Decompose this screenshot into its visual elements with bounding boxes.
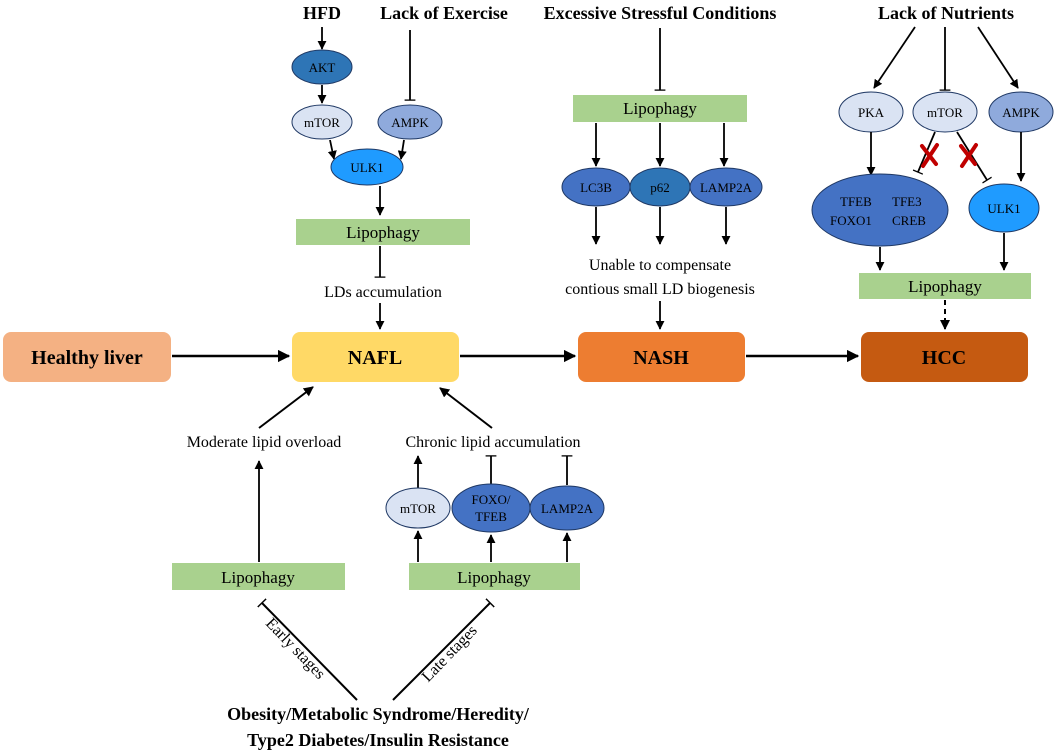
lipophagy-box-early [172, 563, 345, 590]
lipophagy-label-left: Lipophagy [346, 223, 420, 242]
cross-icon [920, 143, 939, 168]
nash-box [578, 332, 745, 382]
lamp2a-node-bottom [529, 485, 605, 531]
nash-label: NASH [633, 347, 689, 369]
unable-line1: Unable to compensate [589, 257, 731, 274]
ulk1-node-right [968, 183, 1040, 233]
mtor-label-right: mTOR [927, 105, 963, 120]
right-branch: Lack of Nutrients PKA mTOR AMPK TFEB TFE… [811, 3, 1054, 330]
tfeb-complex-node [811, 173, 949, 247]
lack-exercise-label: Lack of Exercise [380, 3, 508, 23]
mtor-node-right [912, 91, 978, 133]
lc3b-label: LC3B [580, 180, 612, 195]
early-stages-label: Early stages [262, 615, 328, 683]
arrow-nutrients-pka [873, 26, 916, 89]
akt-label: AKT [309, 60, 336, 75]
lipophagy-box-late [409, 563, 580, 590]
lipophagy-box-right [859, 273, 1031, 299]
inhibit-cause-late [392, 598, 495, 701]
healthy-liver-label: Healthy liver [31, 347, 143, 369]
mtor-node-left [291, 104, 353, 140]
lipophagy-box-middle [573, 95, 747, 122]
left-branch: HFD Lack of Exercise AKT mTOR AMPK ULK1 … [291, 3, 508, 330]
ulk1-label-right: ULK1 [987, 201, 1020, 216]
ulk1-node-left [330, 148, 404, 186]
nafl-label: NAFL [348, 347, 402, 369]
akt-node [291, 49, 353, 85]
cause-line1: Obesity/Metabolic Syndrome/Heredity/ [227, 704, 530, 724]
lamp2a-node-middle [689, 167, 763, 207]
stress-label: Excessive Stressful Conditions [544, 3, 777, 23]
foxo-label-line2: TFEB [475, 509, 507, 524]
lipophagy-label-right: Lipophagy [908, 277, 982, 296]
tfeb-label: TFEB [840, 194, 872, 209]
middle-branch: Excessive Stressful Conditions Lipophagy… [544, 3, 777, 330]
bottom-branch: Moderate lipid overload Chronic lipid ac… [172, 386, 605, 750]
mtor-label-left: mTOR [304, 115, 340, 130]
inhibit-cause-early [257, 598, 358, 701]
cause-line2: Type2 Diabetes/Insulin Resistance [247, 730, 509, 750]
healthy-liver-box [3, 332, 171, 382]
creb-label: CREB [892, 213, 926, 228]
ampk-node-left [377, 104, 443, 140]
tfe3-label: TFE3 [892, 194, 922, 209]
chronic-accumulation-label: Chronic lipid accumulation [405, 434, 580, 451]
ampk-label-right: AMPK [1002, 105, 1040, 120]
lamp2a-label-bottom: LAMP2A [541, 501, 594, 516]
late-stages-label: Late stages [419, 622, 481, 685]
lipophagy-label-late: Lipophagy [457, 568, 531, 587]
lipophagy-box-left [296, 219, 470, 245]
cross-icon [959, 143, 978, 168]
arrow-nutrients-ampk [977, 26, 1019, 89]
p62-label: p62 [650, 180, 670, 195]
ampk-label-left: AMPK [391, 115, 429, 130]
foxo1-label: FOXO1 [830, 213, 872, 228]
lipophagy-label-early: Lipophagy [221, 568, 295, 587]
arrow-chronic-nafl [439, 387, 493, 429]
inhibit-mtor-ulk1 [956, 131, 992, 184]
moderate-overload-label: Moderate lipid overload [187, 434, 342, 451]
unable-line2: contious small LD biogenesis [565, 281, 755, 298]
arrow-mtor-ulk1 [327, 139, 337, 160]
lds-accumulation-label: LDs accumulation [324, 284, 442, 301]
arrow-ampk-ulk1 [397, 139, 407, 160]
lipophagy-label-middle: Lipophagy [623, 99, 697, 118]
foxo-label-line1: FOXO/ [471, 492, 510, 507]
nutrients-label: Lack of Nutrients [878, 3, 1014, 23]
mtor-node-bottom [385, 487, 451, 529]
stage-row: Healthy liver NAFL NASH HCC [3, 332, 1028, 382]
lamp2a-label-middle: LAMP2A [700, 180, 753, 195]
mtor-label-bottom: mTOR [400, 501, 436, 516]
hcc-box [861, 332, 1028, 382]
hcc-label: HCC [922, 347, 966, 369]
arrow-moderate-nafl [258, 386, 314, 429]
nafl-box [292, 332, 459, 382]
pka-label: PKA [858, 105, 885, 120]
ulk1-label-left: ULK1 [350, 160, 383, 175]
hfd-label: HFD [303, 3, 341, 23]
